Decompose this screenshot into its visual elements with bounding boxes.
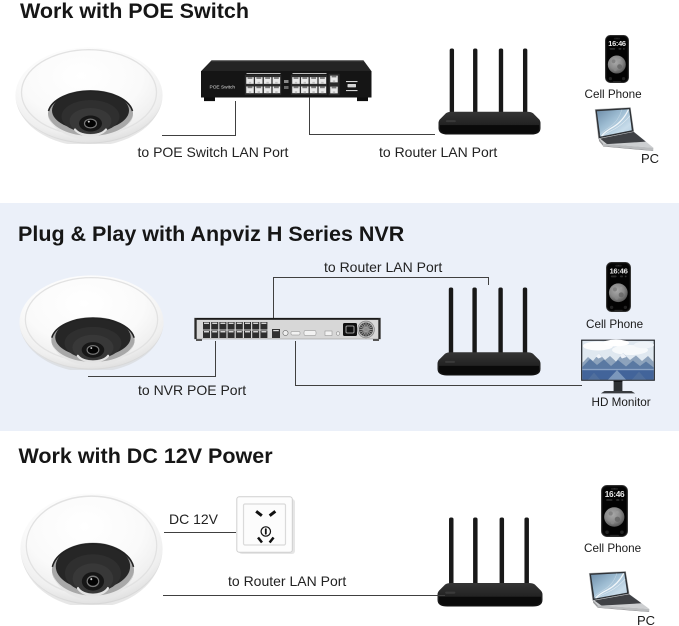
svg-text:POE Switch: POE Switch bbox=[210, 85, 236, 91]
